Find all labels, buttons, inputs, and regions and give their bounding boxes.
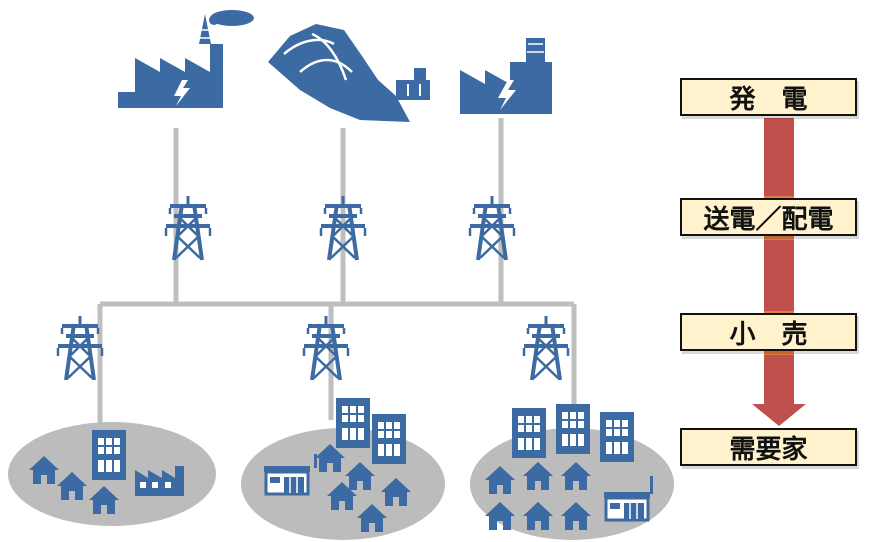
grid-lines xyxy=(97,118,577,430)
thermal-plant-icon xyxy=(118,10,254,108)
stage-consumer: 需要家 xyxy=(680,428,857,466)
stage-retail: 小 売 xyxy=(680,313,857,351)
transmission-tower-icon xyxy=(164,194,516,262)
power-plant-icon xyxy=(460,38,552,114)
stage-generation: 発 電 xyxy=(680,78,857,116)
distribution-tower-icon xyxy=(56,314,570,382)
flow-arrow xyxy=(752,118,806,426)
hydro-plant-icon xyxy=(268,24,430,122)
stage-transmission: 送電／配電 xyxy=(680,198,857,236)
consumer-group-right xyxy=(470,403,674,540)
consumer-group-left xyxy=(8,422,216,526)
consumer-group-middle xyxy=(241,397,445,540)
